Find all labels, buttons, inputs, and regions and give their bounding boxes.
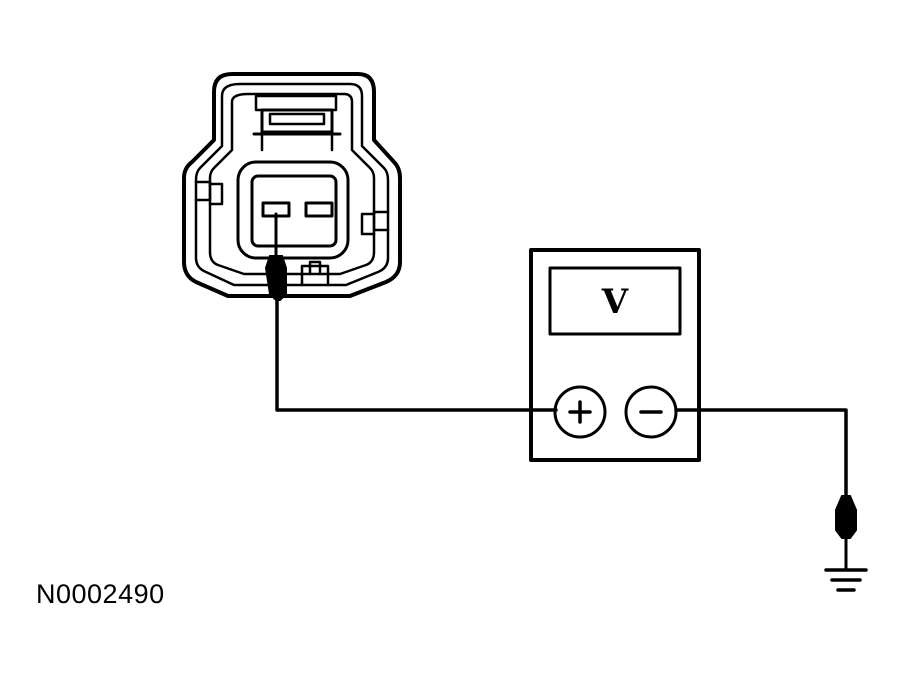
connector-left-notch bbox=[208, 182, 224, 206]
connector-terminal-cavity-outer bbox=[236, 160, 350, 260]
connector-terminal-cavity-inner bbox=[250, 174, 338, 248]
connector-bottom-key bbox=[308, 260, 322, 276]
positive-lead-wire bbox=[275, 298, 558, 412]
negative-terminal bbox=[624, 385, 678, 439]
connector-pin-2 bbox=[304, 201, 334, 218]
figure-id: N0002490 bbox=[36, 579, 165, 609]
back-probe-tip bbox=[264, 255, 287, 301]
back-probe-lead bbox=[264, 212, 558, 412]
voltmeter-display bbox=[548, 266, 682, 336]
connector-housing-outer bbox=[182, 72, 402, 298]
connector-right-tab bbox=[372, 210, 390, 232]
negative-lead-wire bbox=[674, 408, 848, 498]
ground-symbol-icon bbox=[824, 568, 868, 592]
connector-seal-contour bbox=[208, 92, 376, 276]
connector-right-notch bbox=[360, 212, 376, 236]
voltmeter: V bbox=[529, 248, 701, 462]
voltmeter-display-symbol: V bbox=[601, 282, 629, 322]
two-pin-connector bbox=[182, 72, 402, 298]
voltmeter-body bbox=[529, 248, 701, 462]
ground-probe-tip bbox=[835, 495, 857, 539]
positive-terminal bbox=[553, 385, 607, 439]
connector-housing-inner bbox=[194, 82, 390, 287]
connector-latch bbox=[252, 94, 342, 152]
connector-left-tab bbox=[194, 180, 212, 202]
ground-lead bbox=[674, 408, 857, 570]
